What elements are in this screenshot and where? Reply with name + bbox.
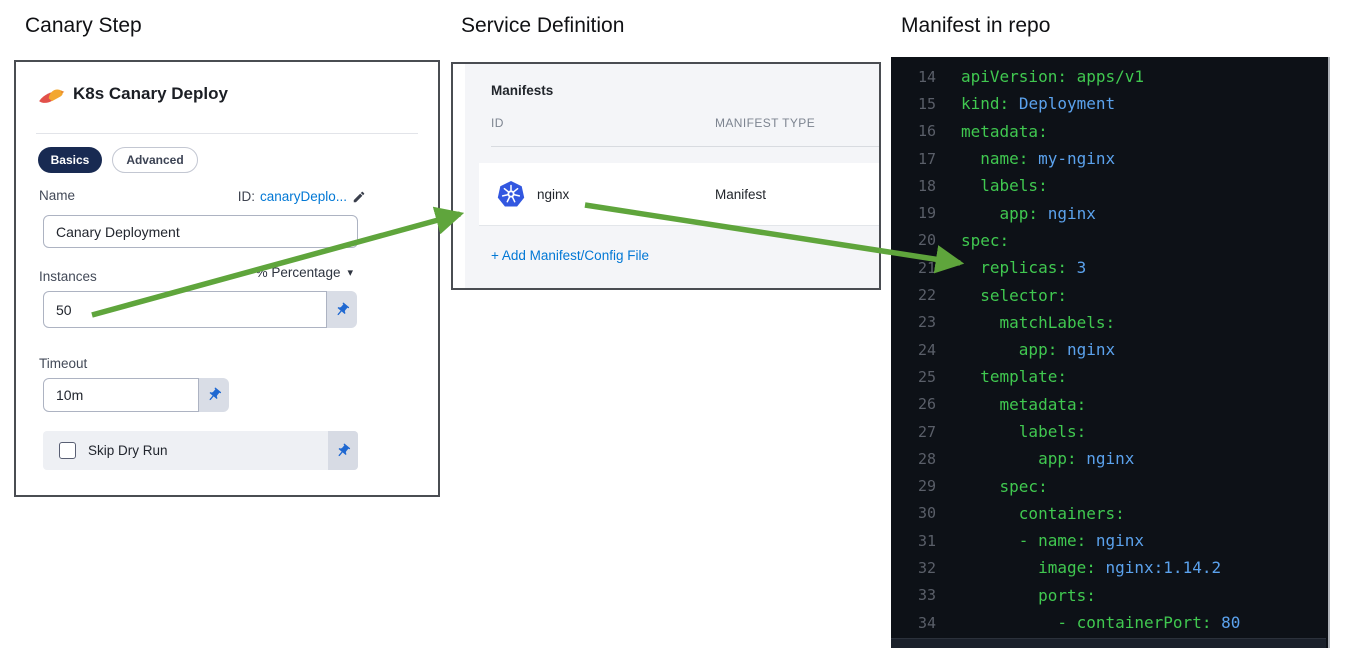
canary-step-title: Canary Step	[25, 14, 142, 37]
timeout-label: Timeout	[39, 356, 88, 371]
code-line: 25 template:	[891, 363, 1328, 390]
line-number: 14	[917, 67, 936, 86]
skip-dry-run-row: Skip Dry Run	[43, 431, 358, 470]
manifest-in-repo-title: Manifest in repo	[901, 14, 1051, 37]
code-line: 22 selector:	[891, 281, 1328, 308]
code-line: 24 app: nginx	[891, 336, 1328, 363]
name-input[interactable]	[43, 215, 358, 248]
horizontal-scrollbar[interactable]	[891, 638, 1326, 648]
line-number: 28	[917, 449, 936, 468]
instances-unit-dropdown[interactable]: % Percentage ▾	[256, 265, 353, 280]
instances-input[interactable]	[43, 291, 327, 328]
code-line: 33 ports:	[891, 582, 1328, 609]
instances-pin-button[interactable]	[327, 291, 357, 328]
code-line: 30 containers:	[891, 500, 1328, 527]
line-number: 29	[917, 477, 936, 496]
line-number: 20	[917, 231, 936, 250]
id-prefix: ID:	[237, 189, 255, 204]
code-line: 23 matchLabels:	[891, 309, 1328, 336]
skip-dry-run-checkbox[interactable]	[59, 442, 76, 459]
edit-pencil-icon[interactable]	[352, 190, 366, 204]
line-number: 33	[917, 586, 936, 605]
step-id: ID: canaryDeplo...	[238, 189, 366, 204]
instances-label: Instances	[39, 269, 97, 284]
divider	[36, 133, 418, 134]
line-number: 32	[917, 558, 936, 577]
manifests-heading: Manifests	[491, 83, 554, 98]
line-number: 19	[917, 204, 936, 223]
line-number: 21	[917, 258, 936, 277]
line-number: 27	[917, 422, 936, 441]
code-line: 19 app: nginx	[891, 199, 1328, 226]
divider	[491, 146, 879, 147]
manifest-id: nginx	[537, 186, 570, 202]
line-number: 25	[917, 367, 936, 386]
kubernetes-icon	[497, 180, 525, 208]
add-manifest-link[interactable]: + Add Manifest/Config File	[491, 248, 649, 263]
line-number: 34	[917, 613, 936, 632]
line-number: 18	[917, 176, 936, 195]
code-line: 31 - name: nginx	[891, 527, 1328, 554]
service-definition-title: Service Definition	[461, 14, 625, 37]
instances-input-group	[43, 291, 357, 328]
line-number: 16	[917, 122, 936, 141]
timeout-input[interactable]	[43, 378, 199, 412]
code-line: 28 app: nginx	[891, 445, 1328, 472]
step-heading: K8s Canary Deploy	[73, 84, 228, 103]
service-definition-panel: Manifests ID MANIFEST TYPE	[451, 62, 881, 290]
code-line: 26 metadata:	[891, 391, 1328, 418]
code-line: 18 labels:	[891, 172, 1328, 199]
timeout-input-group	[43, 378, 229, 412]
line-number: 30	[917, 504, 936, 523]
id-value-link[interactable]: canaryDeplo...	[259, 189, 347, 204]
instances-unit-label: % Percentage	[255, 265, 341, 280]
code-line: 34 - containerPort: 80	[891, 609, 1328, 636]
tab-advanced[interactable]: Advanced	[112, 147, 198, 173]
skip-dry-run-label: Skip Dry Run	[88, 443, 168, 458]
column-header-manifest-type: MANIFEST TYPE	[715, 116, 816, 130]
line-number: 17	[917, 149, 936, 168]
skip-dry-run-pin-button[interactable]	[328, 431, 358, 470]
canary-step-panel: K8s Canary Deploy Basics Advanced Name I…	[14, 60, 440, 497]
manifest-row-nginx[interactable]: nginx Manifest	[479, 163, 879, 226]
timeout-pin-button[interactable]	[199, 378, 229, 412]
line-number: 15	[917, 94, 936, 113]
manifest-type: Manifest	[715, 186, 767, 202]
chevron-down-icon: ▾	[347, 267, 353, 279]
name-label: Name	[39, 188, 76, 203]
canary-bird-icon	[38, 82, 65, 109]
line-number: 26	[917, 395, 936, 414]
line-number: 22	[917, 286, 936, 305]
column-header-id: ID	[491, 116, 504, 130]
manifests-section: Manifests ID MANIFEST TYPE	[465, 64, 879, 288]
code-line: 21 replicas: 3	[891, 254, 1328, 281]
code-line: 27 labels:	[891, 418, 1328, 445]
code-line: 32 image: nginx:1.14.2	[891, 554, 1328, 581]
line-number: 23	[917, 313, 936, 332]
line-number: 31	[917, 531, 936, 550]
line-number: 24	[917, 340, 936, 359]
code-line: 29 spec:	[891, 472, 1328, 499]
tab-basics[interactable]: Basics	[38, 147, 102, 173]
code-line: 17 name: my-nginx	[891, 145, 1328, 172]
